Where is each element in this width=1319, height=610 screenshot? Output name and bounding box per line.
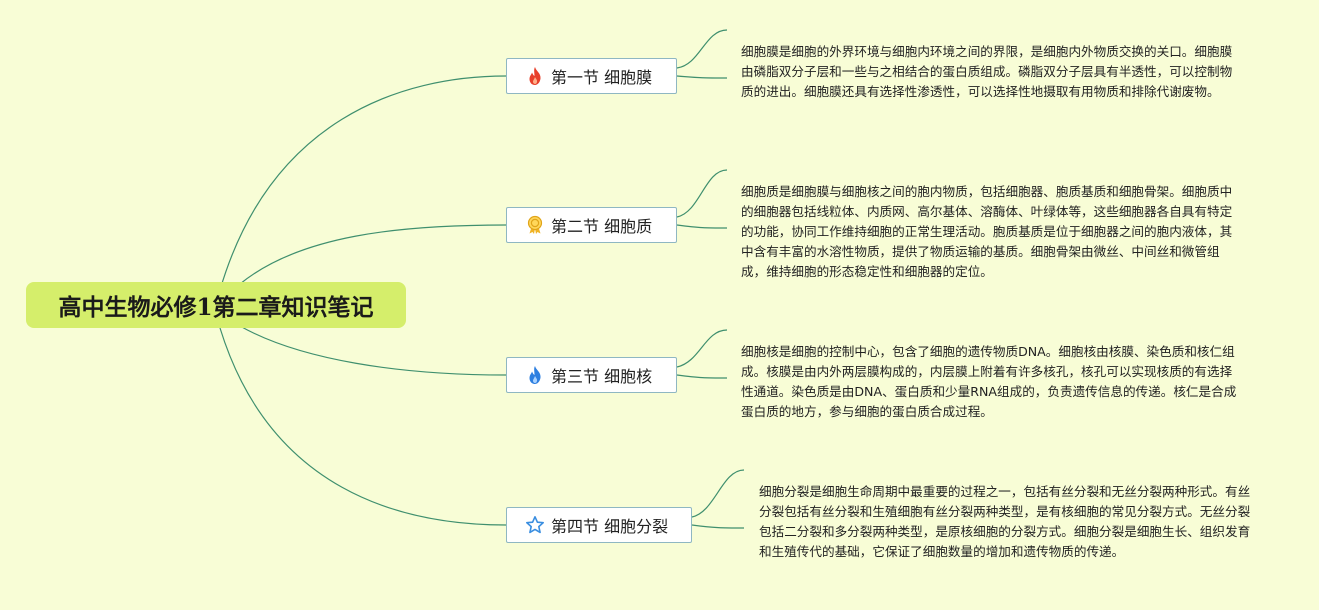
root-to-topic-4-line <box>219 327 507 526</box>
note-cell-division: 细胞分裂是细胞生命周期中最重要的过程之一，包括有丝分裂和无丝分裂两种形式。有丝分… <box>759 484 1251 559</box>
topic-cell-membrane[interactable]: 第一节 细胞膜 <box>506 58 677 94</box>
topic-3-bracket <box>676 329 728 379</box>
topic-nucleus[interactable]: 第三节 细胞核 <box>506 357 677 393</box>
blue-flame-icon <box>525 365 545 385</box>
topic-2-bracket <box>676 169 728 229</box>
root-to-topic-3-line <box>239 325 507 376</box>
topic-title: 第四节 细胞分裂 <box>551 517 669 536</box>
note-nucleus: 细胞核是细胞的控制中心，包含了细胞的遗传物质DNA。细胞核由核膜、染色质和核仁组… <box>741 344 1237 419</box>
topic-title: 第一节 细胞膜 <box>551 68 653 87</box>
root-to-topic-1-line <box>219 75 507 291</box>
topic-title: 第二节 细胞质 <box>551 217 653 236</box>
note-cytoplasm: 细胞质是细胞膜与细胞核之间的胞内物质，包括细胞器、胞质基质和细胞骨架。细胞质中的… <box>741 184 1233 279</box>
topic-title: 第三节 细胞核 <box>551 367 653 386</box>
topic-1-bracket <box>676 29 728 79</box>
fire-icon <box>525 66 545 86</box>
root-topic[interactable]: 高中生物必修1第二章知识笔记 <box>26 282 406 328</box>
star-outline-icon <box>525 515 545 535</box>
root-to-topic-2-line <box>239 224 507 285</box>
topic-cytoplasm[interactable]: 第二节 细胞质 <box>506 207 677 243</box>
topic-cell-division[interactable]: 第四节 细胞分裂 <box>506 507 692 543</box>
award-badge-icon <box>525 215 545 235</box>
note-cell-membrane: 细胞膜是细胞的外界环境与细胞内环境之间的界限，是细胞内外物质交换的关口。细胞膜由… <box>741 44 1233 99</box>
topic-4-bracket <box>691 469 745 529</box>
